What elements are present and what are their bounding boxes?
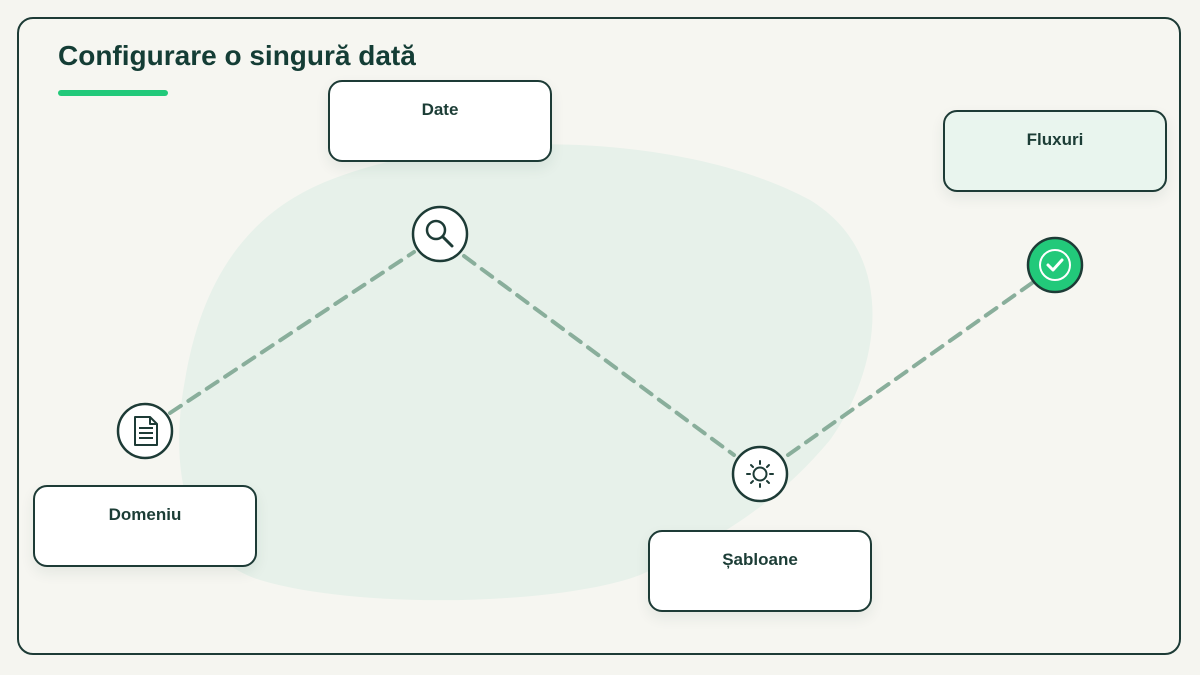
step-label: Domeniu [108, 505, 182, 524]
connector-date-sabloane [462, 254, 736, 457]
step-label: Șabloane [722, 550, 798, 569]
step-card-domeniu: Domeniu [33, 485, 257, 567]
check-circle-icon [1026, 236, 1084, 294]
page-title: Configurare o singură dată [58, 40, 416, 71]
document-icon [116, 402, 174, 460]
connector-domeniu-date [168, 250, 416, 415]
title-underline [58, 90, 168, 96]
step-card-fluxuri: Fluxuri [943, 110, 1167, 192]
background-blob [179, 144, 873, 601]
step-card-sabloane: Șabloane [648, 530, 872, 612]
step-label: Date [421, 100, 459, 119]
sun-icon [731, 445, 789, 503]
search-icon [411, 205, 469, 263]
step-label: Fluxuri [1026, 130, 1084, 149]
connector-sabloane-fluxuri [786, 281, 1034, 457]
step-card-date: Date [328, 80, 552, 162]
